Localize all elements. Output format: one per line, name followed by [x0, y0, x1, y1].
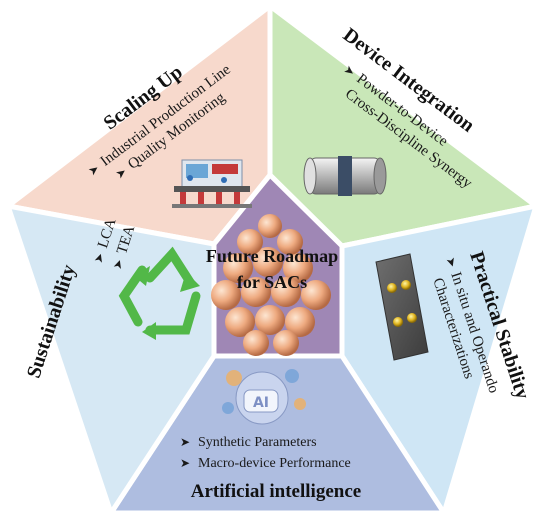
ai-item-2: Macro-device Performance [198, 456, 351, 471]
recycle-icon [118, 246, 201, 335]
ai-head-icon: AI [222, 369, 306, 425]
ai-item-1: Synthetic Parameters [198, 435, 317, 450]
recycle-arrowheads [134, 266, 200, 340]
cylinder-device-icon [303, 156, 387, 196]
bullet-icon: ➤ [110, 257, 126, 271]
factory-line-icon [172, 159, 252, 208]
artificial-intelligence-title: Artificial intelligence [191, 481, 361, 502]
center-title-line2: for SACs [237, 272, 307, 292]
center-hub: Future Roadmap for SACs [206, 172, 345, 359]
svg-text:AI: AI [253, 395, 269, 411]
bullet-icon: ➤ [180, 435, 190, 449]
bullet-icon: ➤ [443, 255, 459, 269]
artificial-intelligence-text: ➤ Synthetic Parameters ➤ Macro-device Pe… [180, 435, 361, 502]
center-title-line1: Future Roadmap [206, 246, 338, 266]
electrode-chip-icon [375, 253, 429, 361]
bullet-icon: ➤ [180, 456, 190, 470]
bullet-icon: ➤ [91, 251, 107, 265]
atom-cluster-icon [211, 214, 331, 356]
